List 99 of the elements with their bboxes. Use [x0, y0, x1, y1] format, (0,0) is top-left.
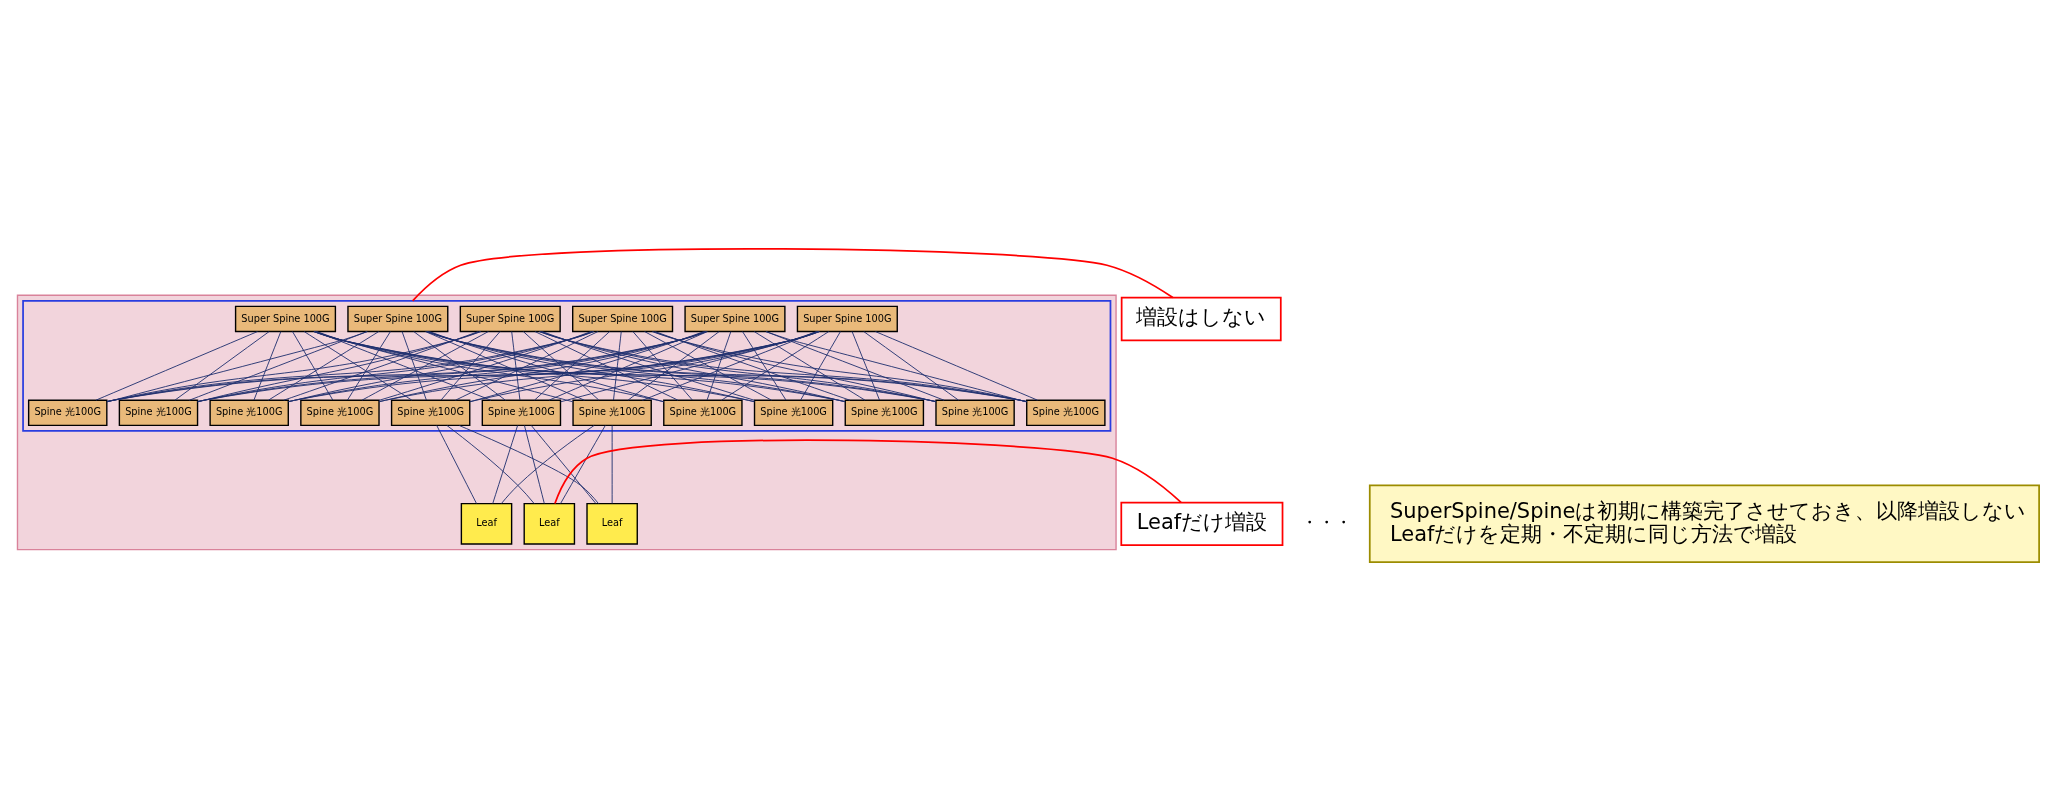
connector — [425, 330, 585, 401]
connector — [292, 330, 334, 400]
connector — [455, 330, 599, 401]
connector — [534, 330, 611, 400]
connector — [492, 424, 519, 504]
connector — [800, 330, 841, 400]
connector — [197, 330, 707, 402]
connector — [253, 330, 282, 400]
cluster — [22, 299, 1112, 432]
node-box: Spine 光100G — [1026, 399, 1106, 426]
connector — [539, 330, 937, 402]
connector — [613, 330, 622, 400]
node-box: Spine 光100G — [935, 399, 1015, 426]
connector — [560, 424, 606, 504]
connector — [378, 330, 592, 401]
connector — [651, 330, 1027, 402]
node-box: SuperSpine/Spineは初期に構築完了させておき、以降増設しない Leafだけを定期・不定期に同じ方法で増設 — [1368, 484, 2040, 563]
connector — [401, 330, 427, 400]
node-box: Spine 光100G — [118, 399, 199, 426]
connector — [554, 438, 1182, 504]
connector — [314, 330, 665, 402]
connector — [742, 330, 787, 400]
connector — [268, 330, 380, 401]
connector — [106, 330, 595, 402]
connector — [548, 330, 708, 401]
connector — [314, 330, 755, 402]
connector — [706, 330, 732, 400]
connector — [188, 330, 368, 401]
connector — [632, 330, 693, 400]
node-box: Leaf — [586, 502, 638, 545]
node-box: Super Spine 100G — [347, 305, 449, 332]
connector — [197, 330, 481, 402]
connector — [436, 424, 477, 504]
connector — [642, 330, 818, 401]
node-box: Leaf — [460, 502, 513, 545]
connector — [538, 330, 1027, 402]
node-box: Spine 光100G — [481, 399, 562, 426]
cluster — [16, 294, 1117, 550]
connector — [458, 424, 599, 504]
connector — [197, 330, 594, 402]
connector — [540, 330, 846, 402]
node-box: 増設はしない — [1120, 296, 1282, 341]
node-box: Super Spine 100G — [572, 305, 674, 332]
node-box: Spine 光100G — [663, 399, 743, 426]
connector — [106, 330, 708, 402]
connector — [174, 330, 270, 401]
connector — [361, 330, 489, 401]
connector — [721, 330, 830, 401]
connector — [501, 424, 595, 504]
node-box: Super Spine 100G — [684, 305, 786, 332]
node-box: Spine 光100G — [390, 399, 471, 426]
node-box: Spine 光100G — [844, 399, 925, 426]
connector — [106, 330, 482, 402]
node-box: Super Spine 100G — [796, 305, 898, 332]
connector — [851, 330, 880, 400]
connector — [316, 330, 574, 402]
connector — [530, 424, 597, 504]
node-box: Spine 光100G — [300, 399, 380, 426]
connector — [347, 330, 391, 400]
connector — [95, 330, 258, 401]
node-box: Spine 光100G — [27, 399, 108, 426]
connector — [469, 330, 705, 402]
connector — [446, 424, 535, 504]
connector — [875, 330, 1038, 401]
connector — [411, 247, 1174, 302]
connector — [378, 330, 819, 402]
node-box: Super Spine 100G — [234, 305, 337, 332]
connector — [611, 424, 613, 504]
connector — [378, 330, 706, 402]
connector — [765, 330, 1028, 402]
connector — [413, 330, 506, 401]
connector — [426, 330, 846, 402]
connector — [283, 330, 479, 401]
label: ・・・ — [1300, 511, 1352, 532]
connector — [627, 330, 720, 401]
node-box: Spine 光100G — [753, 399, 834, 426]
node-box: Leafだけ増設 — [1120, 501, 1284, 546]
connector — [288, 330, 594, 402]
connector — [753, 330, 866, 401]
connector — [427, 330, 755, 402]
connector — [522, 330, 600, 400]
connector — [534, 330, 679, 401]
connector — [511, 330, 521, 400]
connector — [644, 330, 772, 401]
connector — [303, 330, 413, 401]
connector — [469, 330, 819, 402]
connector — [765, 330, 945, 401]
connector — [288, 330, 707, 402]
connector — [863, 330, 959, 401]
node-box: Spine 光100G — [572, 399, 652, 426]
node-box: Leaf — [523, 502, 576, 545]
connector — [654, 330, 851, 401]
connector — [560, 330, 817, 402]
connector — [524, 424, 545, 504]
node-box: Super Spine 100G — [459, 305, 561, 332]
node-box: Spine 光100G — [209, 399, 289, 426]
connector — [428, 330, 665, 402]
connector — [541, 330, 755, 401]
connector — [440, 330, 501, 400]
